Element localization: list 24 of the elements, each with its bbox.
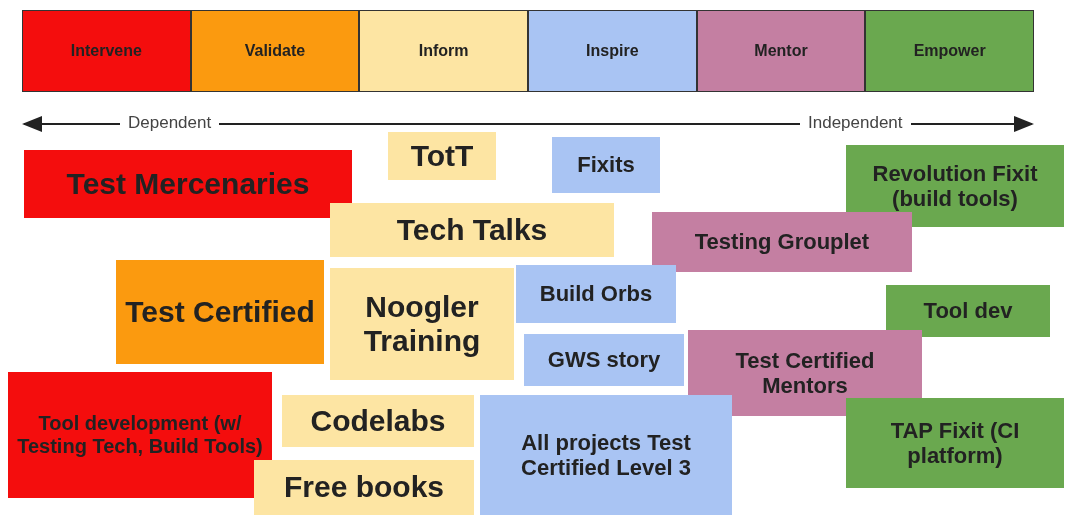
activity-box: GWS story	[524, 334, 684, 386]
scale-label: Dependent	[120, 113, 220, 133]
activity-box: TAP Fixit (CI platform)	[846, 398, 1064, 488]
activity-box: Test Certified	[116, 260, 324, 364]
activity-box: TotT	[388, 132, 496, 180]
activity-box: Free books	[254, 460, 474, 515]
activity-box: Tech Talks	[330, 203, 614, 257]
activity-box: All projects Test Certified Level 3	[480, 395, 732, 515]
activity-box: Fixits	[552, 137, 660, 193]
scale-label: Independent	[800, 113, 911, 133]
activity-box: Build Orbs	[516, 265, 676, 323]
category-band-cell: Empower	[865, 10, 1034, 92]
category-band-cell: Mentor	[696, 10, 866, 92]
activity-box: Tool development (w/ Testing Tech, Build Tools)	[8, 372, 272, 498]
activity-box: Testing Grouplet	[652, 212, 912, 272]
category-band-cell: Validate	[190, 10, 360, 92]
activity-box: Revolution Fixit (build tools)	[846, 145, 1064, 227]
category-band-cell: Inspire	[528, 10, 697, 92]
category-band-cell: Inform	[359, 10, 528, 92]
activity-box: Test Mercenaries	[24, 150, 352, 218]
activity-box: Noogler Training	[330, 268, 514, 380]
category-band-cell: Intervene	[22, 10, 191, 92]
activity-box: Tool dev	[886, 285, 1050, 337]
activity-box: Codelabs	[282, 395, 474, 447]
